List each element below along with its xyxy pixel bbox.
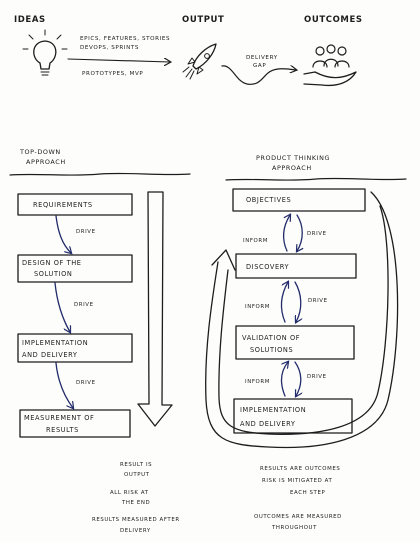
drive-arrow-right-2 xyxy=(294,281,301,322)
box-measurement-line-2: RESULTS xyxy=(46,426,79,434)
box-discovery xyxy=(235,253,357,279)
left-note-2: OUTPUT xyxy=(124,472,150,478)
inform-label-3: INFORM xyxy=(245,379,270,385)
right-note-4: OUTCOMES ARE MEASURED xyxy=(254,514,342,520)
box-validation xyxy=(235,325,355,360)
delivery-gap-line-1: DELIVERY xyxy=(246,55,278,61)
inform-label-2: INFORM xyxy=(245,304,270,310)
box-right-implementation xyxy=(233,398,353,434)
box-design-line-2: SOLUTION xyxy=(34,270,72,278)
left-note-1: RESULT IS xyxy=(120,462,152,468)
left-note-5: RESULTS MEASURED AFTER xyxy=(92,517,180,523)
drive-label-1: DRIVE xyxy=(76,229,96,235)
drive-arrow-1 xyxy=(55,215,71,253)
ideas-line-2: DEVOPS, SPRINTS xyxy=(80,45,139,51)
drive-label-2: DRIVE xyxy=(74,302,94,308)
box-discovery-label: DISCOVERY xyxy=(246,263,290,271)
right-note-5: THROUGHOUT xyxy=(271,525,317,531)
box-right-implementation-line-1: IMPLEMENTATION xyxy=(240,406,306,414)
rocket-icon xyxy=(182,43,217,80)
outcomes-title: OUTCOMES xyxy=(304,15,363,25)
output-title: OUTPUT xyxy=(182,15,224,25)
box-requirements-label: REQUIREMENTS xyxy=(33,201,93,209)
inform-label-1: INFORM xyxy=(243,238,268,244)
ideas-title: IDEAS xyxy=(14,15,46,25)
left-heading-line-1: TOP-DOWN xyxy=(19,148,61,156)
inform-arrow-1 xyxy=(282,215,290,252)
box-implementation-line-2: AND DELIVERY xyxy=(22,351,78,359)
box-implementation-delivery xyxy=(17,333,133,363)
delivery-gap-line-2: GAP xyxy=(253,63,266,69)
delivery-gap-arrow xyxy=(221,66,296,85)
lightbulb-icon xyxy=(22,29,68,76)
right-heading-line-2: APPROACH xyxy=(272,164,312,172)
drive-arrow-3 xyxy=(55,362,73,408)
box-validation-line-1: VALIDATION OF xyxy=(242,334,300,342)
ideas-line-1: EPICS, FEATURES, STORIES xyxy=(80,36,170,42)
drive-arrow-right-1 xyxy=(297,214,302,251)
left-heading-line-2: APPROACH xyxy=(26,158,66,166)
ideas-line-3: PROTOTYPES, MVP xyxy=(82,71,143,77)
people-in-hand-icon xyxy=(303,44,357,87)
box-validation-line-2: SOLUTIONS xyxy=(250,346,293,354)
box-right-implementation-line-2: AND DELIVERY xyxy=(240,420,296,428)
right-note-1: RESULTS ARE OUTCOMES xyxy=(260,466,340,472)
box-design-of-solution xyxy=(17,254,133,283)
drive-arrow-2 xyxy=(54,282,70,332)
right-loop-arrow-head xyxy=(211,249,236,271)
box-design-line-1: DESIGN OF THE xyxy=(22,259,82,267)
right-wavy-line xyxy=(225,177,407,181)
box-measurement-line-1: MEASUREMENT OF xyxy=(24,414,94,422)
box-objectives-label: OBJECTIVES xyxy=(246,196,291,204)
box-implementation-line-1: IMPLEMENTATION xyxy=(22,339,88,347)
box-requirements xyxy=(17,193,133,216)
right-heading-line-1: PRODUCT THINKING xyxy=(256,154,330,162)
drive-right-label-2: DRIVE xyxy=(308,298,328,304)
left-note-3: ALL RISK AT xyxy=(110,490,149,496)
box-objectives xyxy=(232,188,366,212)
right-note-3: EACH STEP xyxy=(290,490,325,496)
right-loop-arrow-inner xyxy=(218,205,389,435)
right-loop-arrow-outer xyxy=(205,191,399,449)
right-note-2: RISK IS MITIGATED AT xyxy=(262,478,333,484)
left-note-4: THE END xyxy=(121,500,150,506)
drive-right-label-3: DRIVE xyxy=(307,374,327,380)
left-wavy-line xyxy=(9,172,191,176)
inform-arrow-2 xyxy=(280,282,288,323)
box-measurement-results xyxy=(19,409,131,438)
inform-arrow-3 xyxy=(280,362,288,397)
drive-label-3: DRIVE xyxy=(76,380,96,386)
left-note-6: DELIVERY xyxy=(120,528,151,534)
drive-arrow-right-3 xyxy=(294,361,301,396)
left-big-down-arrow xyxy=(137,191,173,427)
drive-right-label-1: DRIVE xyxy=(307,231,327,237)
ideas-to-output-arrow xyxy=(67,59,170,62)
